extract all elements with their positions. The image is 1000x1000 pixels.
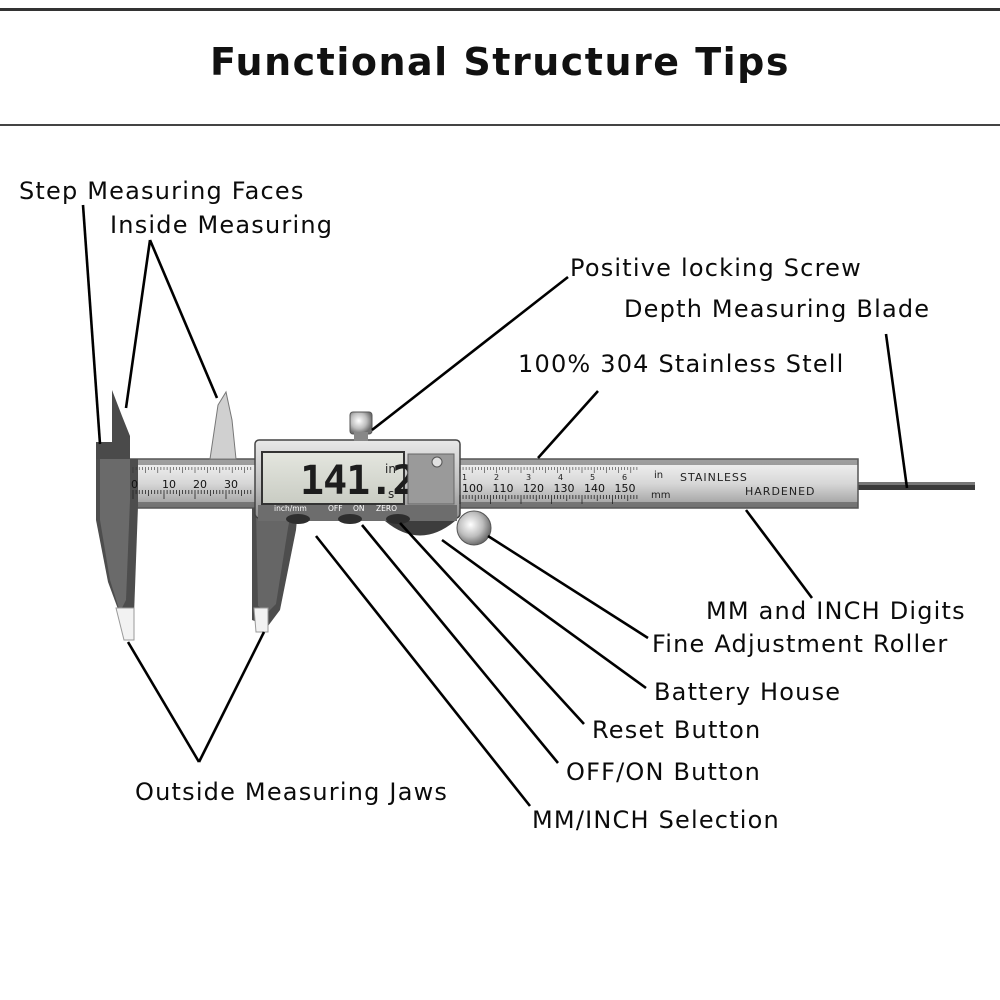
stamp-unit-mm: mm bbox=[651, 490, 670, 501]
line-locking-screw bbox=[371, 275, 569, 432]
scale-number-right: 100 bbox=[462, 482, 483, 495]
lcd-unit-top: in bbox=[385, 462, 396, 476]
stamp-unit-in: in bbox=[654, 470, 663, 481]
line-step-faces bbox=[81, 204, 102, 445]
title-banner bbox=[0, 8, 1000, 126]
inch-digit: 4 bbox=[558, 473, 563, 482]
label-fine-roller: Fine Adjustment Roller bbox=[652, 630, 949, 658]
line-outside-a bbox=[126, 641, 201, 763]
left-scale: 0 10 20 30 bbox=[131, 467, 252, 499]
line-offon bbox=[360, 524, 560, 764]
fine-adjustment-roller bbox=[456, 510, 492, 546]
line-stainless bbox=[537, 390, 599, 459]
label-depth-blade: Depth Measuring Blade bbox=[624, 295, 931, 323]
line-outside-b bbox=[197, 631, 266, 763]
scale-number-left: 10 bbox=[162, 478, 176, 491]
btn-label-off: OFF bbox=[328, 504, 343, 513]
zero-button bbox=[386, 514, 410, 524]
battery-cover-screw bbox=[431, 456, 443, 468]
label-inside-measuring: Inside Measuring bbox=[110, 211, 334, 239]
inch-digit: 3 bbox=[526, 473, 531, 482]
left-fixed-jaw bbox=[96, 390, 130, 459]
scale-number-left: 30 bbox=[224, 478, 238, 491]
btn-label-on: ON bbox=[353, 504, 365, 513]
lcd-screen bbox=[261, 451, 405, 505]
outside-jaw-left-tip bbox=[115, 607, 135, 641]
scale-number-right: 150 bbox=[615, 482, 636, 495]
inside-jaw-slider bbox=[209, 390, 237, 460]
line-battery bbox=[441, 538, 647, 690]
locking-screw bbox=[349, 411, 373, 435]
inch-digit: 2 bbox=[494, 473, 499, 482]
label-stainless: 100% 304 Stainless Stell bbox=[518, 350, 845, 378]
page-title: Functional Structure Tips bbox=[209, 40, 791, 84]
line-inside-a bbox=[124, 239, 152, 409]
offon-button bbox=[338, 514, 362, 524]
inch-digit: 6 bbox=[622, 473, 627, 482]
inch-digit: 1 bbox=[462, 473, 467, 482]
btn-label-zero: ZERO bbox=[376, 504, 397, 513]
line-mm-inch-select bbox=[314, 535, 532, 807]
label-step-faces: Step Measuring Faces bbox=[19, 177, 305, 205]
scale-number-left: 0 bbox=[131, 478, 138, 491]
label-offon-button: OFF/ON Button bbox=[566, 758, 762, 786]
scale-number-left: 20 bbox=[193, 478, 207, 491]
line-reset bbox=[399, 522, 585, 725]
label-reset-button: Reset Button bbox=[592, 716, 762, 744]
inchmm-button bbox=[286, 514, 310, 524]
line-fine-roller bbox=[487, 534, 649, 640]
scale-number-right: 130 bbox=[554, 482, 575, 495]
stamp-stainless: STAINLESS bbox=[680, 471, 748, 484]
right-scale: 100 110 120 130 140 150 1 2 3 4 5 6 bbox=[459, 467, 638, 504]
label-mm-inch-selection: MM/INCH Selection bbox=[532, 806, 780, 834]
lcd-unit-bottom: s bbox=[388, 487, 394, 501]
label-outside-jaws: Outside Measuring Jaws bbox=[135, 778, 449, 806]
stamp-hardened: HARDENED bbox=[745, 485, 816, 498]
line-mm-inch-digits bbox=[744, 509, 814, 599]
line-inside-b bbox=[148, 239, 219, 399]
line-depth-blade bbox=[884, 333, 909, 489]
btn-label-inchmm: inch/mm bbox=[274, 504, 307, 513]
lcd-reading: 141.2 bbox=[300, 458, 415, 504]
depth-blade bbox=[855, 482, 975, 490]
scale-number-right: 120 bbox=[523, 482, 544, 495]
callout-lines bbox=[81, 204, 909, 807]
label-locking-screw: Positive locking Screw bbox=[570, 254, 862, 282]
inch-digit: 5 bbox=[590, 473, 595, 482]
label-battery-house: Battery House bbox=[654, 678, 842, 706]
scale-number-right: 110 bbox=[493, 482, 514, 495]
scale-number-right: 140 bbox=[584, 482, 605, 495]
label-mm-inch-digits: MM and INCH Digits bbox=[706, 597, 966, 625]
